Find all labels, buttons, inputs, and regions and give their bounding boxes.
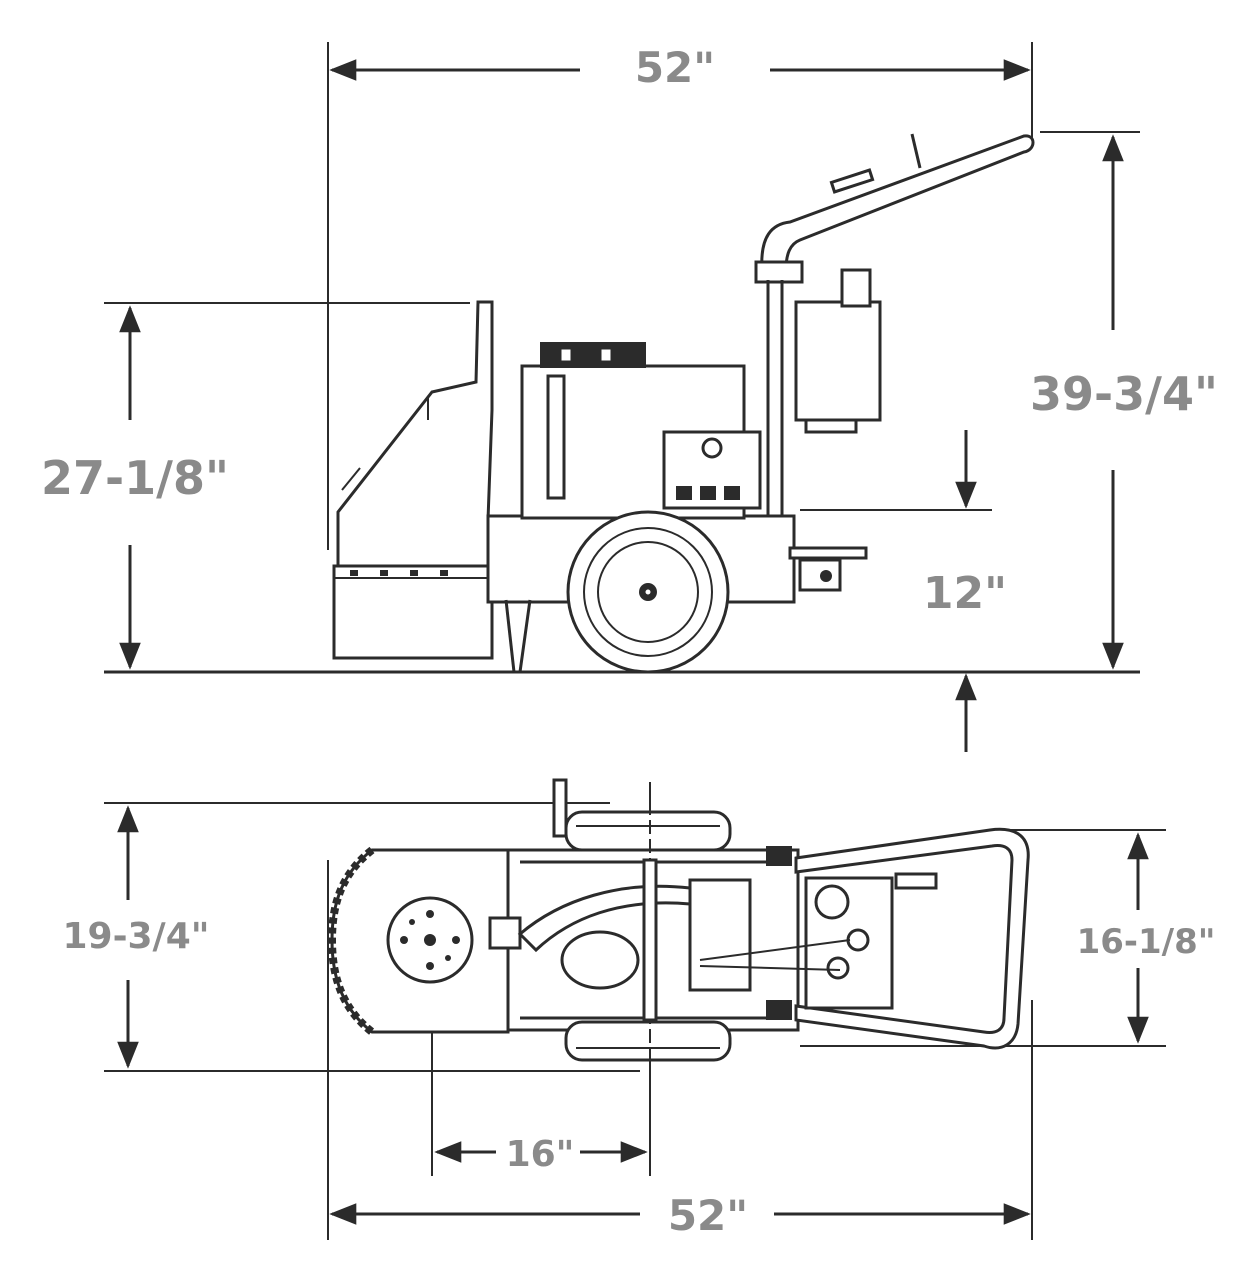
handle-width-dimension: 16-1/8" [800,829,1216,1047]
handle-width-label: 16-1/8" [1077,922,1216,962]
blade-to-axle-label: 16" [506,1134,575,1175]
side-view: 52" 27-1/8" 39-3/4" 12" [41,42,1218,752]
overall-height-label: 39-3/4" [1030,367,1218,421]
cutting-depth-dimension: 12" [800,430,1007,752]
overall-width-dimension: 19-3/4" [62,802,640,1072]
cutting-depth-label: 12" [923,568,1007,619]
top-length-dimension: 52" [327,860,1033,1240]
top-length-label: 52" [668,1191,748,1240]
saw-side-illustration [332,133,1035,674]
saw-top-illustration [327,778,1030,1080]
deck-height-label: 27-1/8" [41,451,229,505]
overall-width-label: 19-3/4" [62,916,209,957]
side-length-label: 52" [635,43,715,92]
deck-height-dimension: 27-1/8" [41,302,470,670]
side-length-dimension: 52" [327,42,1033,550]
top-view: 19-3/4" 16-1/8" 16" 52" [62,778,1216,1240]
overall-height-dimension: 39-3/4" [1030,131,1218,670]
